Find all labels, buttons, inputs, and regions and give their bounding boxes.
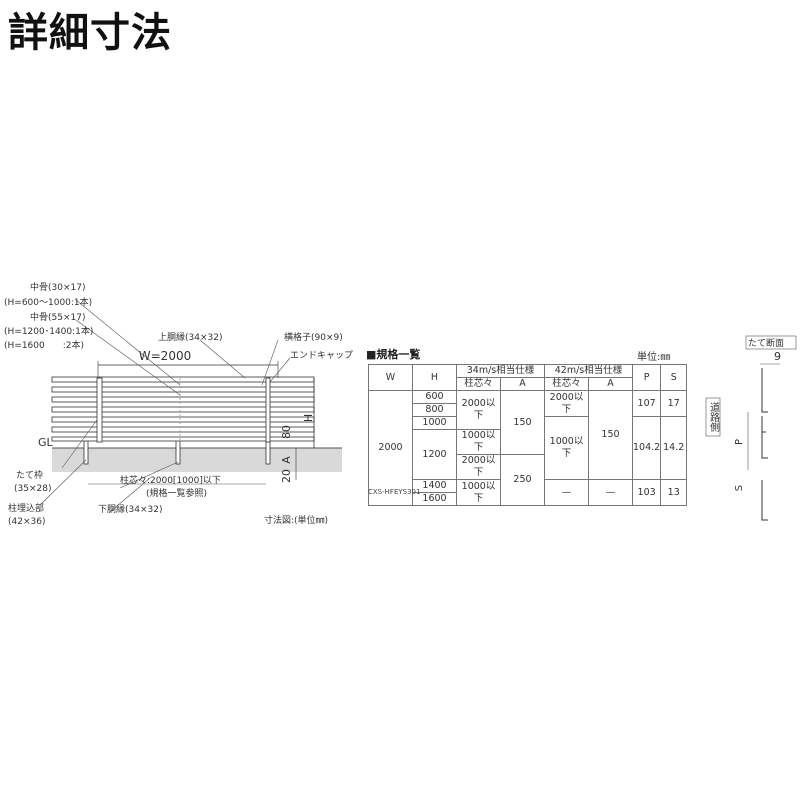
leader-lines — [39, 299, 291, 513]
col-pitch-42: 柱芯々 — [544, 377, 589, 391]
cell-p: 103 — [631, 479, 662, 506]
cell-pitch42: 2000以下 — [544, 390, 589, 417]
cell-a42: — — [588, 479, 633, 506]
col-group-34: 34m/s相当仕様 — [456, 364, 545, 378]
unit-note: 寸法図:(単位㎜) — [264, 514, 328, 526]
spec-code: CXS-HFEYS301 — [368, 488, 421, 496]
cell-h: 600 — [412, 390, 457, 404]
post-embed-middle — [175, 439, 181, 465]
cell-h: 1000 — [412, 416, 457, 430]
cell-s: 13 — [660, 479, 688, 506]
embed-size: (42×36) — [8, 517, 45, 527]
right-post — [265, 377, 271, 443]
cell-h: 800 — [412, 403, 457, 417]
col-w: W — [368, 364, 413, 391]
height-label: H — [302, 414, 315, 422]
ground-area — [52, 448, 342, 472]
col-a-42: A — [588, 377, 633, 391]
page-title: 詳細寸法 — [8, 10, 172, 56]
pitch-label: 柱芯々:2000[1000]以下 — [120, 474, 221, 486]
post-label: たて枠 — [16, 469, 43, 481]
spec-unit: 単位:㎜ — [637, 352, 671, 363]
post-embed-right — [265, 439, 271, 465]
cell-p: 104.2 — [631, 416, 662, 480]
horizontal-slats — [51, 376, 315, 442]
cell-pitch42: 1000以下 — [544, 416, 589, 480]
upper-rail-label: 上胴縁(34×32) — [158, 331, 222, 343]
col-h: H — [412, 364, 457, 391]
section-s: S — [734, 485, 745, 491]
slat-label: 横格子(90×9) — [284, 331, 343, 343]
naka-bone-2-note2: (H=1600 :2本) — [4, 339, 84, 351]
spec-caption: ■規格一覧 — [366, 348, 421, 361]
spec-table: W H 34m/s相当仕様 42m/s相当仕様 P S 柱芯々 A 柱芯々 A … — [368, 364, 688, 506]
cell-pitch34: 1000以下 — [456, 429, 501, 455]
cell-w: 2000 — [368, 390, 413, 506]
section-dim-9: 9 — [774, 350, 781, 363]
gl-label: GL — [38, 436, 54, 449]
col-s: S — [660, 364, 688, 391]
cell-s: 17 — [660, 390, 688, 417]
cell-pitch34: 1000以下 — [456, 479, 501, 506]
road-side-label: 道路側 — [708, 401, 720, 432]
naka-bone-2-note: (H=1200･1400:1本) — [4, 325, 93, 337]
embed-label: 柱埋込部 — [8, 502, 44, 514]
cell-pitch34: 2000以下 — [456, 454, 501, 480]
naka-bone-2-label: 中骨(55×17) — [30, 311, 85, 323]
cell-a34: 150 — [500, 390, 545, 455]
cell-h: 1600 — [412, 492, 457, 506]
end-cap-label: エンドキャップ — [290, 350, 353, 361]
section-caption: たて断面 — [748, 337, 784, 349]
pitch-note: (規格一覧参照) — [146, 487, 207, 499]
vertical-frame — [96, 377, 103, 443]
width-label: W=2000 — [139, 349, 191, 363]
dim-20: 20 — [280, 469, 293, 483]
cell-p: 107 — [631, 390, 662, 417]
col-group-42: 42m/s相当仕様 — [544, 364, 633, 378]
cell-h: 1200 — [412, 429, 457, 480]
section-profile — [761, 368, 768, 521]
section-p: P — [734, 439, 745, 445]
cell-pitch34: 2000以下 — [456, 390, 501, 430]
cell-a42: 150 — [588, 390, 633, 480]
cell-a34: 250 — [500, 454, 545, 506]
naka-bone-1-note: (H=600〜1000:1本) — [4, 296, 92, 308]
col-p: P — [631, 364, 662, 391]
col-a-34: A — [500, 377, 545, 391]
naka-bone-1-label: 中骨(30×17) — [30, 281, 85, 293]
dim-a: A — [280, 456, 293, 464]
cell-pitch42: — — [544, 479, 589, 506]
lower-rail-label: 下胴縁(34×32) — [98, 503, 162, 515]
post-size: (35×28) — [14, 484, 51, 494]
col-pitch-34: 柱芯々 — [456, 377, 501, 391]
dim-80: 80 — [280, 425, 293, 439]
cell-s: 14.2 — [660, 416, 688, 480]
